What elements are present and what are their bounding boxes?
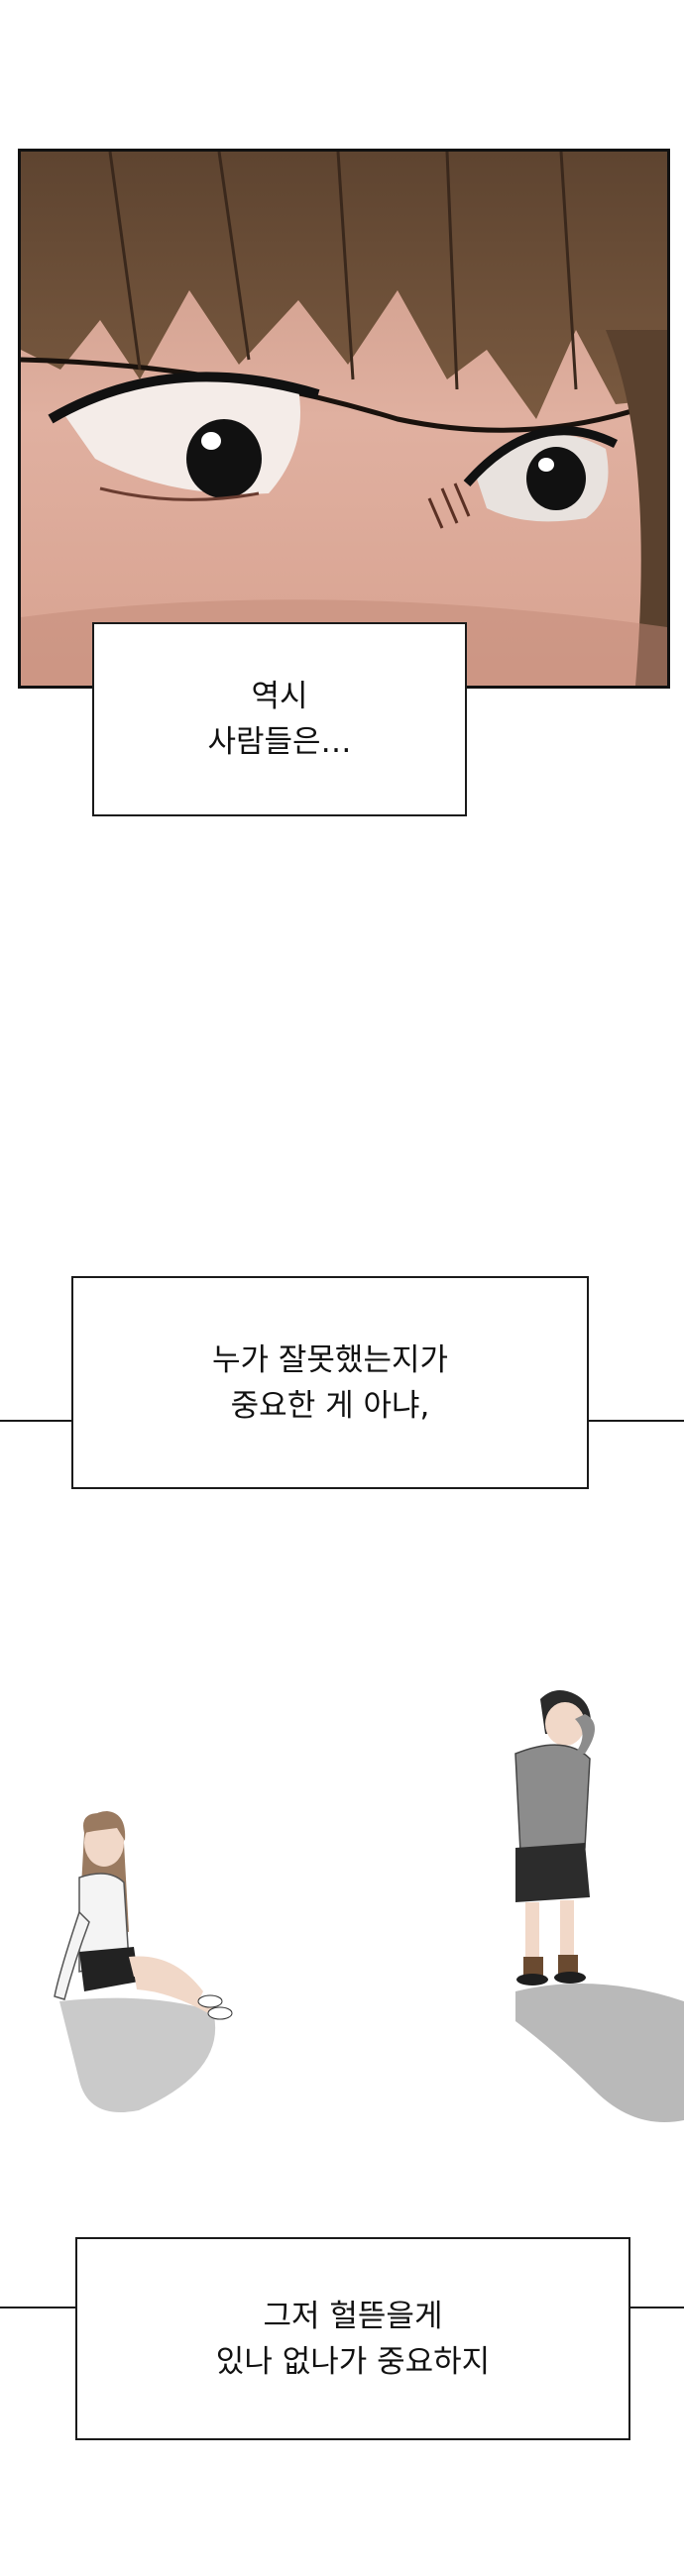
figures-illustration [54,1690,684,2122]
caption-3-line-2: 있나 없나가 중요하지 [215,2343,491,2380]
caption-3-line-1: 그저 헐뜯을게 [263,2298,443,2334]
caption-2-line-2: 중요한 게 아냐, [230,1387,430,1424]
sitting-girl-shadow [59,1997,216,2112]
caption-2-line-1: 누가 잘못했는지가 [211,1342,448,1378]
caption-1-line-2: 사람들은… [207,724,352,760]
eyes-closeup-illustration [21,152,667,686]
divider-right-3 [628,2307,684,2308]
divider-right-2 [587,1420,684,1422]
standing-person-shadow [515,1984,684,2122]
caption-box-1: 역시 사람들은… [92,622,467,816]
figures-scene [0,1674,684,2130]
eyes-closeup-panel [18,149,670,689]
divider-left-2 [0,1420,71,1422]
caption-1-line-1: 역시 [251,679,308,714]
caption-box-3: 그저 헐뜯을게 있나 없나가 중요하지 [75,2237,630,2440]
caption-box-2: 누가 잘못했는지가 중요한 게 아냐, [71,1276,589,1489]
divider-left-3 [0,2307,75,2308]
sitting-girl-figure [54,1811,233,2020]
standing-person-figure [514,1690,595,1986]
